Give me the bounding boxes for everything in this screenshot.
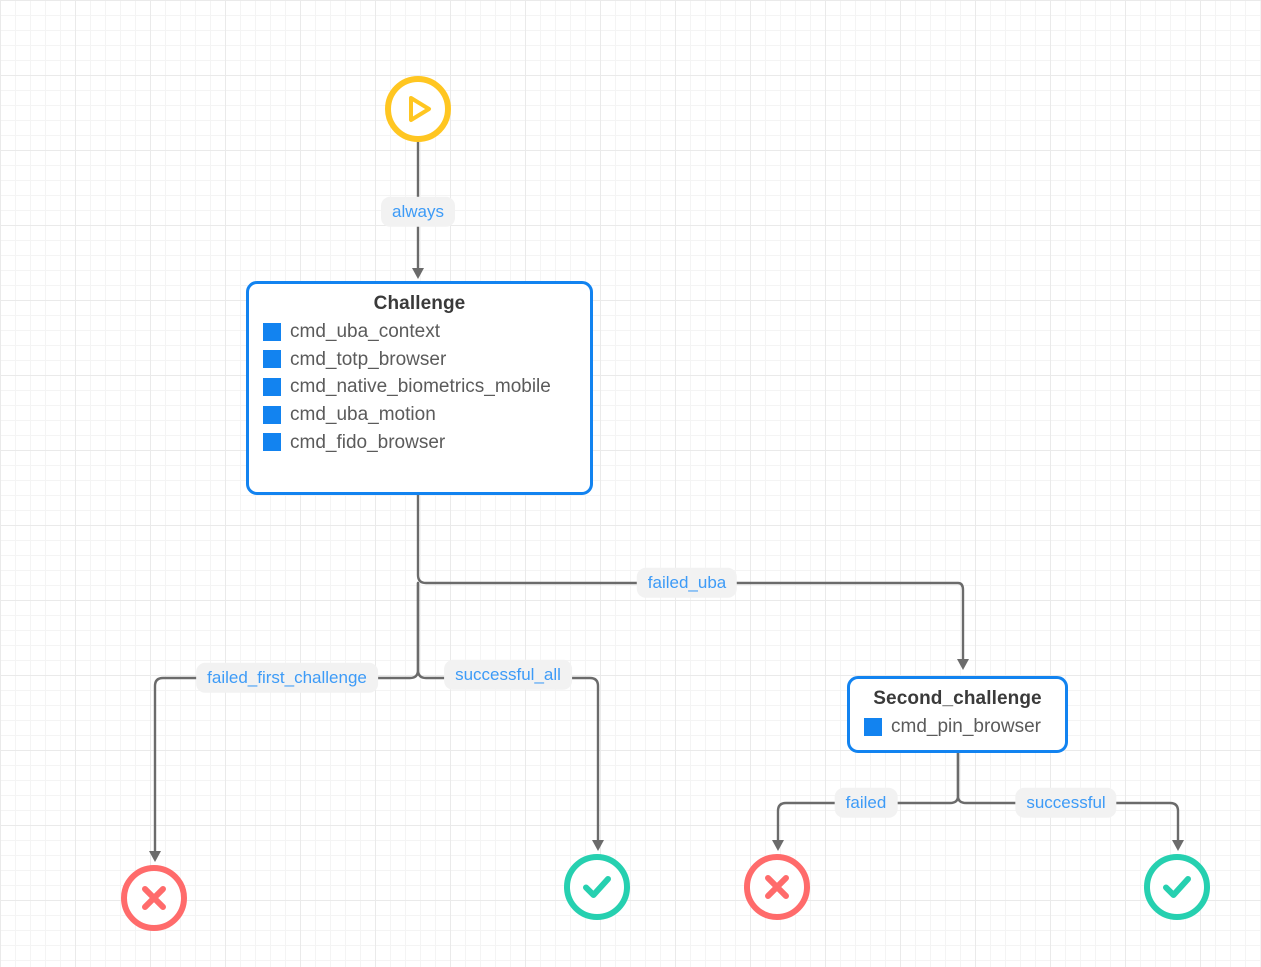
node-challenge-item-label: cmd_fido_browser	[290, 431, 446, 453]
edge-arrowhead-icon	[1172, 840, 1184, 851]
edge-arrowhead-icon	[957, 659, 969, 670]
start-node[interactable]	[385, 76, 451, 142]
edge-path	[416, 581, 600, 843]
x-circle-icon	[760, 870, 794, 904]
node-challenge-item-2[interactable]: cmd_native_biometrics_mobile	[263, 374, 576, 400]
terminal-node-successful[interactable]	[1144, 854, 1210, 920]
edge-label-failed_first_challenge[interactable]: failed_first_challenge	[196, 662, 378, 694]
edge-label-failed[interactable]: failed	[834, 787, 898, 819]
edge-path	[153, 581, 420, 854]
node-second-challenge-title: Second_challenge	[873, 688, 1042, 709]
node-challenge-item-1[interactable]: cmd_totp_browser	[263, 347, 576, 373]
edge-label-failed_uba[interactable]: failed_uba	[636, 567, 738, 599]
bullet-square-icon	[864, 717, 882, 736]
node-challenge-item-3[interactable]: cmd_uba_motion	[263, 402, 576, 428]
node-challenge[interactable]: Challenge cmd_uba_context cmd_totp_brows…	[246, 281, 593, 495]
node-second-challenge-item-label: cmd_pin_browser	[891, 716, 1041, 737]
bullet-square-icon	[263, 350, 281, 369]
node-challenge-item-label: cmd_native_biometrics_mobile	[290, 376, 551, 398]
node-challenge-item-label: cmd_uba_context	[290, 321, 440, 342]
check-circle-icon	[579, 869, 615, 905]
edge-label-successful_all[interactable]: successful_all	[444, 659, 572, 691]
edge-label-successful[interactable]: successful	[1015, 787, 1117, 819]
x-circle-icon	[137, 881, 171, 915]
bullet-square-icon	[263, 378, 281, 397]
edge-arrowhead-icon	[592, 840, 604, 851]
node-second-challenge[interactable]: Second_challenge cmd_pin_browser	[847, 676, 1068, 753]
bullet-square-icon	[263, 322, 281, 341]
node-challenge-item-label: cmd_totp_browser	[290, 348, 447, 370]
terminal-node-successful-all[interactable]	[564, 854, 630, 920]
node-challenge-item-label: cmd_uba_motion	[290, 403, 436, 425]
terminal-node-failed-first-challenge[interactable]	[121, 865, 187, 931]
edge-arrowhead-icon	[149, 851, 161, 862]
node-challenge-item-0[interactable]: cmd_uba_context	[263, 319, 576, 345]
terminal-node-failed[interactable]	[744, 854, 810, 920]
node-second-challenge-item-0[interactable]: cmd_pin_browser	[864, 714, 1051, 740]
edge-label-always[interactable]: always	[381, 196, 455, 228]
play-circle-icon	[401, 92, 435, 126]
check-circle-icon	[1159, 869, 1195, 905]
bullet-square-icon	[263, 433, 281, 452]
edge-arrowhead-icon	[412, 268, 424, 279]
node-challenge-title: Challenge	[373, 293, 466, 314]
edge-arrowhead-icon	[772, 840, 784, 851]
node-challenge-item-4[interactable]: cmd_fido_browser	[263, 430, 576, 456]
bullet-square-icon	[263, 405, 281, 424]
